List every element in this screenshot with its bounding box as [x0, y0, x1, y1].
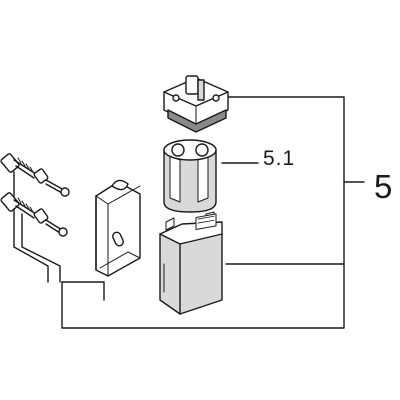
leader-top-cap [227, 96, 345, 265]
screw-upper [0, 153, 70, 197]
leader-screws-inner [21, 213, 61, 283]
screw-set [0, 153, 70, 237]
callout-label-5: 5 [374, 168, 393, 205]
leader-screws-outer [13, 171, 49, 283]
insert-5-1 [163, 139, 217, 213]
leader-plate [61, 281, 105, 301]
leader-bracket-bottom [61, 263, 345, 329]
housing [159, 211, 223, 315]
screw-lower [0, 192, 68, 237]
mounting-plate [95, 179, 141, 277]
top-cap [163, 75, 229, 133]
callout-label-5-1: 5.1 [263, 147, 296, 170]
